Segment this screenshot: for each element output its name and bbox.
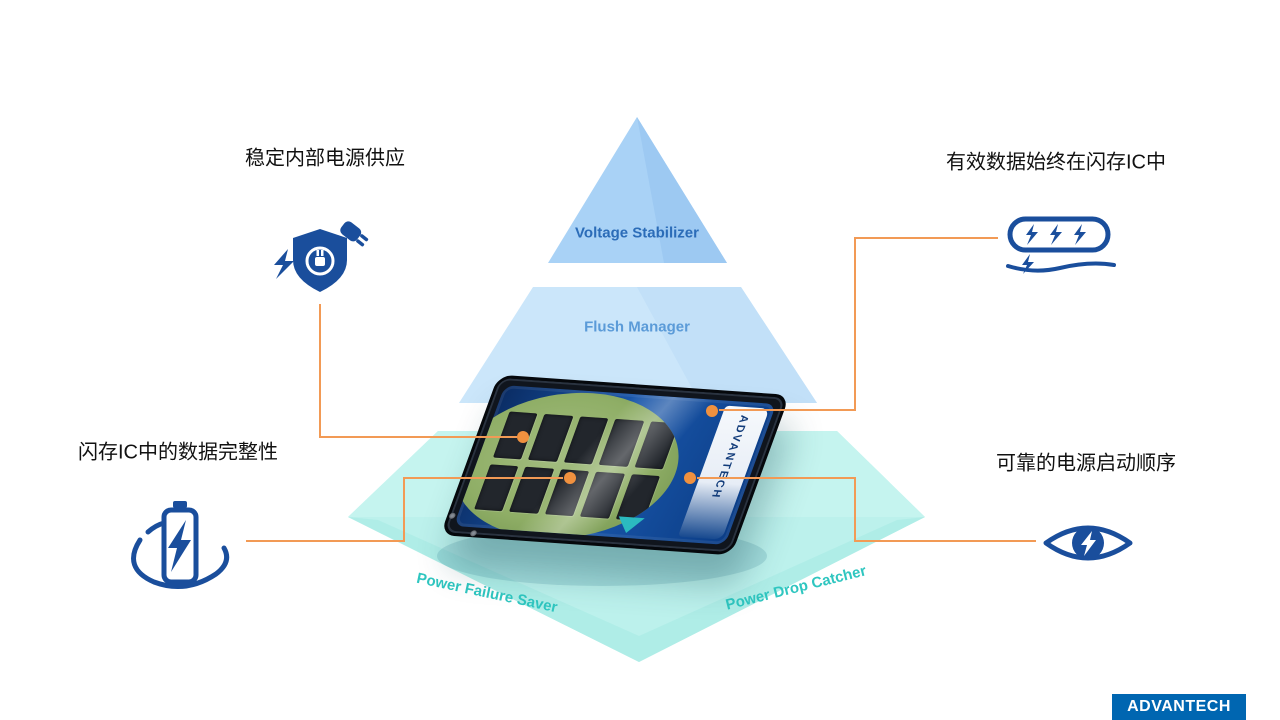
battery-lightning-icon: [120, 490, 235, 603]
callout-text-stable-power: 稳定内部电源供应: [245, 147, 405, 170]
flush-manager-label: Flush Manager: [584, 318, 690, 336]
callout-text-power-sequence: 可靠的电源启动顺序: [996, 452, 1176, 475]
power-drop-catcher-label: Power Drop Catcher: [723, 562, 869, 614]
screw-icon: [448, 512, 457, 519]
callout-text-data-integrity: 闪存IC中的数据完整性: [78, 441, 278, 464]
ssd-gloss-highlight: [453, 385, 777, 545]
power-failure-saver-label: Power Failure Saver: [415, 569, 559, 617]
advantech-logo: ADVANTECH: [1112, 694, 1246, 720]
callout-text-valid-data: 有效数据始终在闪存IC中: [946, 151, 1166, 174]
ssd-face: ADVANTECH: [453, 385, 777, 545]
connector-top-right: [719, 237, 998, 411]
screw-icon: [469, 530, 478, 537]
ssd-device: ADVANTECH: [440, 374, 790, 556]
eye-power-icon: [1040, 512, 1136, 579]
plug-shield-icon: [268, 205, 378, 302]
flash-module-icon: [1000, 214, 1120, 281]
voltage-stabilizer-label: Voltage Stabilizer: [575, 224, 699, 242]
advantech-logo-text: ADVANTECH: [1127, 698, 1231, 715]
